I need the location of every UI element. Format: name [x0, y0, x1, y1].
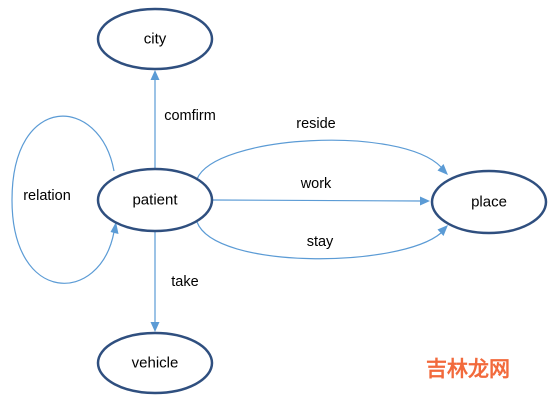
edge-label-reside: reside — [296, 116, 336, 132]
node-place: place — [430, 169, 548, 235]
edge-take — [150, 232, 160, 332]
edge-label-take: take — [171, 274, 198, 290]
edge-label-stay: stay — [307, 234, 334, 250]
arrow-head-stay — [437, 225, 448, 236]
node-city: city — [96, 7, 214, 71]
arrow-head-take — [150, 322, 160, 332]
node-label-place: place — [471, 194, 507, 211]
arrow-head-confirm — [150, 70, 160, 80]
edge-confirm — [150, 70, 160, 168]
edge-work — [212, 196, 430, 206]
node-patient: patient — [96, 167, 214, 233]
edge-label-relation: relation — [23, 188, 71, 204]
arrow-head-relation — [110, 222, 119, 234]
node-label-patient: patient — [132, 192, 178, 209]
watermark-logo: 吉林龙网 — [426, 357, 510, 381]
edge-label-confirm: comfirm — [164, 108, 216, 124]
node-vehicle: vehicle — [96, 331, 214, 395]
arrow-head-reside — [437, 164, 448, 175]
edge-relation — [11, 115, 119, 284]
edge-reside — [196, 139, 448, 180]
node-label-city: city — [144, 31, 167, 48]
edge-label-work: work — [300, 176, 332, 192]
arrow-head-work — [420, 196, 430, 206]
edge-stay — [196, 221, 448, 260]
node-label-vehicle: vehicle — [132, 355, 179, 372]
